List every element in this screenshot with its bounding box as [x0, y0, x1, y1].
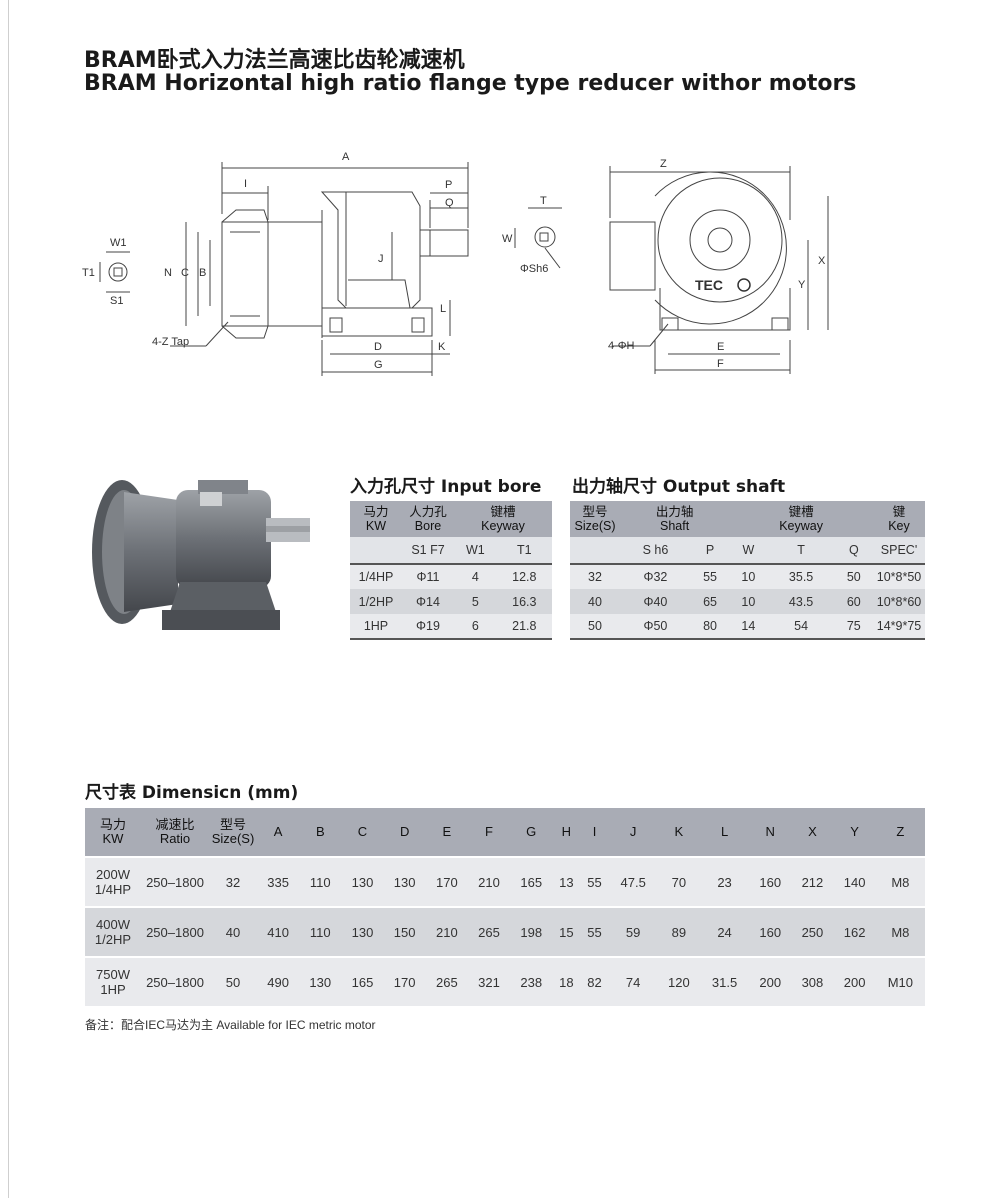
dim-label-w: W [502, 233, 513, 245]
input-bore-sub-t1: T1 [496, 537, 552, 564]
output-shaft-sub-sh6: S h6 [620, 537, 691, 564]
dim-label-a: A [342, 151, 350, 163]
dimension-header-col: G [510, 808, 553, 858]
front-view-foot [659, 288, 791, 331]
dim-label-x: X [818, 255, 826, 267]
dimension-header-col: D [383, 808, 426, 858]
dimension-header-col: H [552, 808, 581, 858]
dim-label-phih: 4-ΦH [608, 340, 635, 352]
dim-label-d: D [374, 341, 382, 353]
output-shaft [419, 229, 469, 257]
dim-label-f: F [717, 358, 724, 370]
dim-label-k: K [438, 341, 446, 353]
dimension-header-col: F [467, 808, 511, 858]
dimension-title: 尺寸表 Dimensicn (mm) [85, 783, 299, 803]
dim-label-y: Y [798, 279, 806, 291]
input-bore-sub-s1: S1 F7 [402, 537, 454, 564]
front-view-flange [657, 177, 783, 303]
dim-label-s1: S1 [110, 295, 123, 307]
dimension-header-col: C [341, 808, 384, 858]
brand-logo-icon [737, 278, 751, 292]
output-shaft-title: 出力轴尺寸 Output shaft [572, 477, 786, 497]
product-photo [92, 480, 310, 630]
adapter-outline [268, 221, 323, 327]
brand-logo-text: TEC [695, 277, 723, 293]
dimension-header-col: A [257, 808, 300, 858]
dimension-header-col: N [749, 808, 792, 858]
title-english: BRAM Horizontal high ratio flange type r… [84, 71, 857, 96]
motor-box [609, 221, 656, 291]
input-bore-sub-w1: W1 [454, 537, 497, 564]
input-bore-title: 入力孔尺寸 Input bore [350, 477, 542, 497]
output-shaft-sub-q: Q [834, 537, 873, 564]
dim-label-w1: W1 [110, 237, 127, 249]
title-chinese: BRAM卧式入力法兰高速比齿轮减速机 [84, 48, 465, 73]
page-edge-line [8, 0, 9, 1198]
dim-label-l: L [440, 303, 446, 315]
output-shaft-sub-spec: SPEC' [873, 537, 925, 564]
shaft-end-view [534, 226, 556, 248]
dim-label-p: P [445, 179, 452, 191]
dim-label-j: J [378, 253, 384, 265]
output-shaft-sub-t: T [767, 537, 835, 564]
dim-label-n: N [164, 267, 172, 279]
dim-label-b: B [199, 267, 206, 279]
dimension-header-col: E [425, 808, 468, 858]
dimension-header-col: Y [833, 808, 876, 858]
dimension-header-col: Z [875, 808, 925, 858]
flange-outline [221, 221, 269, 327]
dimension-header-col: J [608, 808, 658, 858]
technical-drawing: A I P Q T W Z X Y J L N C B D K G E F W1… [82, 151, 829, 376]
output-shaft-sub-w: W [729, 537, 768, 564]
output-shaft-sub-p: P [690, 537, 730, 564]
dim-label-g: G [374, 359, 383, 371]
dimension-header-col: B [299, 808, 342, 858]
dim-label-q: Q [445, 197, 454, 209]
dim-label-c: C [181, 267, 189, 279]
dim-label-ztap: 4-Z Tap [152, 336, 189, 348]
gearbox-outline [320, 191, 421, 309]
dimension-header-col: L [699, 808, 750, 858]
input-bore-view [108, 262, 128, 282]
dim-label-e: E [717, 341, 724, 353]
dim-label-i: I [244, 178, 247, 190]
dim-label-sh6: ΦSh6 [520, 263, 548, 275]
footnote: 备注：配合IEC马达为主 Available for IEC metric mo… [85, 1018, 376, 1032]
dim-label-z: Z [660, 158, 667, 170]
dim-label-t1: T1 [82, 267, 95, 279]
dimension-header-col: X [791, 808, 834, 858]
dim-label-t: T [540, 195, 547, 207]
dimension-header-col: K [657, 808, 700, 858]
base-outline [321, 307, 433, 337]
front-view-casing [654, 171, 787, 325]
dimension-header-col: I [580, 808, 609, 858]
